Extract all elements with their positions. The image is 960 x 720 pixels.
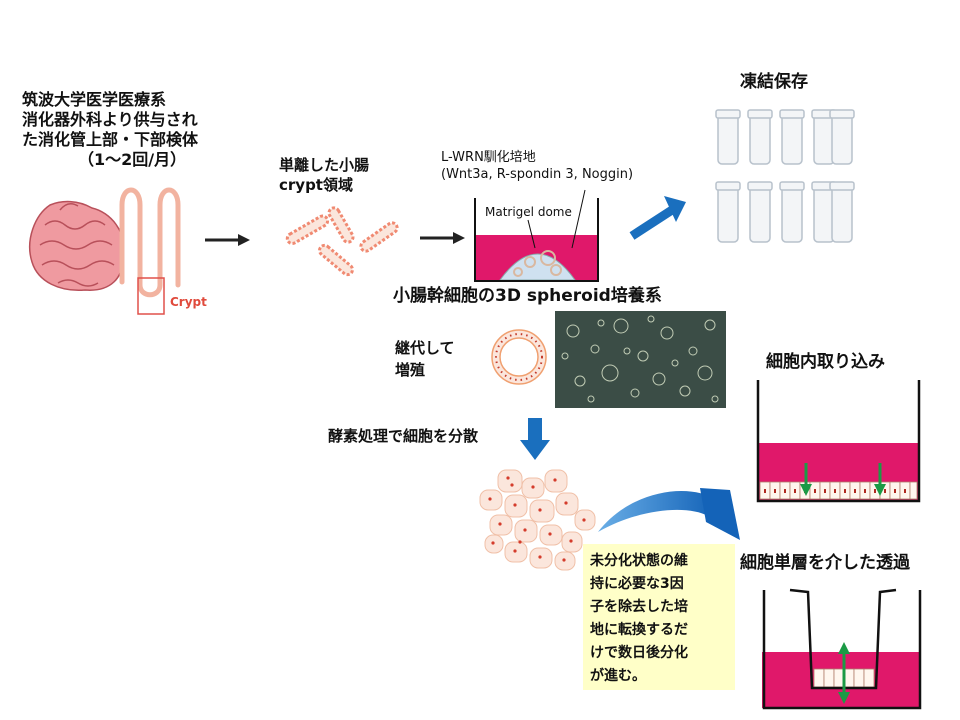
note-line-3: 子を除去した培	[590, 599, 688, 615]
down-arrow	[520, 418, 550, 460]
isolated-crypts-illustration	[285, 206, 399, 277]
cryo-tubes-illustration	[715, 109, 855, 243]
note-line-4: 地に転換するだ	[590, 622, 688, 638]
note-line-5: けで数日後分化	[590, 645, 688, 661]
spheroid-microscope-image	[555, 311, 726, 408]
matrigel-label: Matrigel dome	[485, 205, 572, 219]
uptake-title: 細胞内取り込み	[766, 352, 885, 372]
dispersed-cells-dots	[488, 476, 586, 562]
differentiation-note: 未分化状態の維 持に必要な3因 子を除去した培 地に転換するだ けで数日後分化 …	[583, 544, 735, 690]
dispersed-cells-illustration	[479, 469, 596, 571]
medium-text: L-WRN馴化培地 (Wnt3a, R-spondin 3, Noggin)	[441, 150, 633, 184]
source-line-2: 消化器外科より供与され	[22, 110, 198, 129]
uptake-well-illustration	[756, 380, 921, 503]
note-line-6: が進む。	[590, 668, 646, 684]
crypt-highlight-box	[137, 277, 165, 315]
note-line-2: 持に必要な3因	[590, 576, 684, 592]
culture-dish-illustration	[474, 189, 599, 282]
medium-line-2: (Wnt3a, R-spondin 3, Noggin)	[441, 166, 634, 182]
crypt-villus-illustration	[119, 187, 181, 298]
intestine-illustration	[28, 200, 124, 291]
arrow-2	[420, 232, 465, 244]
isolated-crypt-line-2: crypt領域	[279, 176, 353, 194]
transwell-illustration	[762, 588, 922, 710]
enzyme-step-text: 酵素処理で細胞を分散	[328, 427, 479, 445]
crypt-label: Crypt	[170, 295, 207, 309]
passage-line-1: 継代して	[395, 339, 455, 357]
source-text: 筑波大学医学医療系 消化器外科より供与され た消化管上部・下部検体 （1〜2回/…	[22, 90, 198, 170]
source-line-1: 筑波大学医学医療系	[22, 90, 167, 109]
note-line-1: 未分化状態の維	[590, 553, 688, 569]
culture-system-title: 小腸幹細胞の3D spheroid培養系	[393, 286, 662, 306]
transport-title: 細胞単層を介した透過	[740, 553, 910, 573]
isolated-crypt-line-1: 単離した小腸	[279, 156, 370, 174]
frozen-storage-title: 凍結保存	[740, 72, 808, 92]
curved-blue-arrow	[598, 488, 740, 540]
source-line-3: た消化管上部・下部検体	[22, 130, 199, 149]
freeze-arrow	[629, 196, 686, 240]
source-line-4: （1〜2回/月）	[78, 150, 187, 169]
medium-line-1: L-WRN馴化培地	[441, 150, 536, 165]
spheroid-illustration	[491, 329, 547, 385]
arrow-1	[205, 234, 250, 246]
passage-text: 継代して 増殖	[395, 339, 455, 383]
isolated-crypt-text: 単離した小腸 crypt領域	[279, 156, 369, 196]
passage-line-2: 増殖	[395, 361, 426, 379]
